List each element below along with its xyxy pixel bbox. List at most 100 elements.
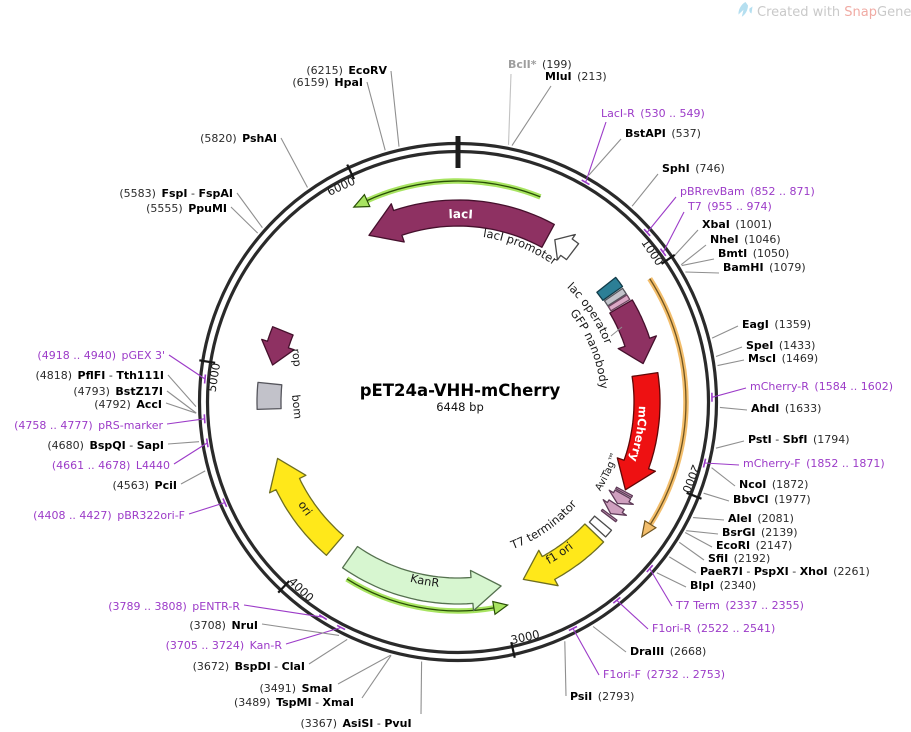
site-label-text: mCherry-F (1852 .. 1871): [743, 457, 885, 470]
rop-arrow[interactable]: [261, 326, 295, 366]
rbs-gray-box[interactable]: [603, 287, 627, 307]
site-label-EcoRI[interactable]: EcoRI (2147): [684, 532, 792, 553]
gfp-nanobody-arrow[interactable]: [609, 299, 658, 365]
leader-line: [167, 441, 200, 445]
avitag-sliver-1[interactable]: [615, 486, 634, 499]
site-label-pGEX-3-[interactable]: (4918 .. 4940) pGEX 3': [37, 349, 207, 384]
site-label-Kan-R[interactable]: (3705 .. 3724) Kan-R: [166, 624, 346, 652]
site-label-text: (4758 .. 4777) pRS-marker: [14, 419, 163, 432]
bom-box[interactable]: [256, 381, 283, 411]
site-label-BmtI[interactable]: BmtI (1050): [681, 247, 790, 267]
mcherry-arrow[interactable]: [616, 371, 661, 491]
f1-ori-arrow[interactable]: [522, 523, 605, 587]
leader-line: [704, 462, 740, 466]
feature-label-rop[interactable]: rop: [289, 348, 304, 367]
tick-5000: [199, 359, 216, 364]
site-label-text: DraIII (2668): [630, 645, 706, 658]
site-label-text: (3489) TspMI - XmaI: [234, 696, 354, 709]
site-label-SmaI[interactable]: (3491) SmaI: [260, 654, 391, 695]
site-label-T7[interactable]: T7 (955 .. 974): [659, 200, 772, 257]
leader-line: [715, 346, 743, 358]
site-label-F1ori-R[interactable]: F1ori-R (2522 .. 2541): [612, 596, 775, 635]
site-label-text: BstAPI (537): [625, 127, 701, 140]
site-label-AsiSI-PvuI[interactable]: (3367) AsiSI - PvuI: [300, 661, 423, 731]
site-label-SfiI[interactable]: SfiI (2192): [678, 541, 770, 565]
site-label-BamHI[interactable]: BamHI (1079): [685, 261, 806, 274]
site-label-BclI-[interactable]: BclI* (199): [507, 58, 572, 145]
site-label-text: (4661 .. 4678) L4440: [52, 459, 170, 472]
site-label-text: (4918 .. 4940) pGEX 3': [37, 349, 165, 362]
leader-line: [681, 258, 715, 267]
site-label-F1ori-F[interactable]: F1ori-F (2732 .. 2753): [568, 625, 725, 682]
ori-arrow[interactable]: [268, 457, 345, 556]
site-label-PsiI[interactable]: PsiI (2793): [564, 641, 635, 703]
site-label-NcoI[interactable]: NcoI (1872): [711, 467, 809, 491]
site-label-L4440[interactable]: (4661 .. 4678) L4440: [52, 438, 209, 473]
laci-promoter-arrow[interactable]: [554, 233, 580, 261]
site-label-NruI[interactable]: (3708) NruI: [189, 619, 340, 636]
site-label-PshAI[interactable]: (5820) PshAI: [200, 132, 308, 188]
site-label-text: (4680) BspQI - SapI: [47, 439, 164, 452]
feature-label-laci[interactable]: lacI: [448, 207, 473, 222]
site-label-BlpI[interactable]: BlpI (2340): [656, 572, 756, 592]
site-label-AleI[interactable]: AleI (2081): [693, 512, 794, 525]
site-label-text: LacI-R (530 .. 549): [601, 107, 705, 120]
site-label-BstAPI[interactable]: BstAPI (537): [588, 127, 701, 176]
feature-label-kanr[interactable]: KanR: [409, 571, 440, 590]
pink-feature-box[interactable]: [607, 294, 631, 312]
t7-terminator-box[interactable]: [588, 515, 613, 538]
site-label-PstI-SbfI[interactable]: PstI - SbfI (1794): [715, 433, 850, 449]
site-label-mCherry-F[interactable]: mCherry-F (1852 .. 1871): [702, 457, 885, 470]
site-label-NheI[interactable]: NheI (1046): [680, 233, 781, 266]
site-label-pBRrevBam[interactable]: pBRrevBam (852 .. 871): [643, 185, 815, 237]
avitag-arrow-2[interactable]: [602, 499, 628, 516]
leader-line: [669, 556, 697, 574]
site-label-mCherry-R[interactable]: mCherry-R (1584 .. 1602): [711, 380, 893, 402]
site-label-PaeR7I-PspXI-XhoI[interactable]: PaeR7I - PspXI - XhoI (2261): [669, 556, 870, 578]
site-label-MscI[interactable]: MscI (1469): [717, 352, 819, 367]
site-label-DraIII[interactable]: DraIII (2668): [592, 626, 706, 659]
site-label-pENTR-R[interactable]: (3789 .. 3808) pENTR-R: [108, 600, 328, 621]
site-label-BstZ17I[interactable]: (4793) BstZ17I: [73, 385, 197, 414]
leader-line: [616, 599, 649, 630]
primer-anchor-tick: [612, 596, 621, 604]
site-label-EcoRV[interactable]: (6215) EcoRV: [306, 64, 400, 147]
site-label-AhdI[interactable]: AhdI (1633): [719, 402, 821, 415]
site-label-MluI[interactable]: MluI (213): [511, 70, 607, 146]
site-label-BbvCI[interactable]: BbvCI (1977): [703, 492, 811, 506]
watermark: Created with SnapGene®: [738, 2, 911, 20]
site-label-SphI[interactable]: SphI (746): [631, 162, 725, 207]
leader-line: [678, 541, 705, 561]
leader-line: [585, 121, 607, 183]
feature-label-bom[interactable]: bom: [289, 394, 304, 420]
site-label-FspI-FspAI[interactable]: (5583) FspI - FspAI: [119, 187, 263, 229]
site-label-PflFI-Tth111I[interactable]: (4818) PflFI - Tth111I: [35, 369, 197, 407]
leader-line: [680, 244, 707, 266]
site-label-XbaI[interactable]: XbaI (1001): [674, 218, 772, 256]
site-label-AccI[interactable]: (4792) AccI: [94, 398, 197, 414]
lac-operator-box[interactable]: [596, 276, 624, 301]
site-label-pRS-marker[interactable]: (4758 .. 4777) pRS-marker: [14, 414, 206, 432]
leader-line: [674, 229, 699, 256]
site-label-HpaI[interactable]: (6159) HpaI: [292, 76, 386, 151]
leader-line: [173, 442, 208, 465]
avitag-arrow-1[interactable]: [608, 489, 634, 505]
site-label-pBR322ori-F[interactable]: (4408 .. 4427) pBR322ori-F: [33, 498, 228, 523]
site-label-LacI-R[interactable]: LacI-R (530 .. 549): [581, 107, 705, 186]
site-label-BspQI-SapI[interactable]: (4680) BspQI - SapI: [47, 439, 200, 452]
site-label-EagI[interactable]: EagI (1359): [711, 318, 811, 339]
leader-line: [649, 568, 673, 607]
site-label-PciI[interactable]: (4563) PciI: [112, 470, 206, 492]
site-label-BsrGI[interactable]: BsrGI (2139): [686, 526, 798, 539]
site-label-T7-Term[interactable]: T7 Term (2337 .. 2355): [646, 564, 804, 612]
site-label-PpuMI[interactable]: (5555) PpuMI: [146, 202, 259, 234]
site-label-TspMI-XmaI[interactable]: (3489) TspMI - XmaI: [234, 654, 392, 709]
site-label-BspDI-ClaI[interactable]: (3672) BspDI - ClaI: [193, 638, 348, 673]
site-label-text: (3708) NruI: [189, 619, 258, 632]
site-label-text: (3672) BspDI - ClaI: [193, 660, 305, 673]
laci-cds-arrow[interactable]: [368, 199, 555, 248]
avitag-sliver-2[interactable]: [600, 508, 618, 523]
site-label-SpeI[interactable]: SpeI (1433): [715, 339, 815, 358]
kanr-arrow[interactable]: [341, 545, 502, 612]
